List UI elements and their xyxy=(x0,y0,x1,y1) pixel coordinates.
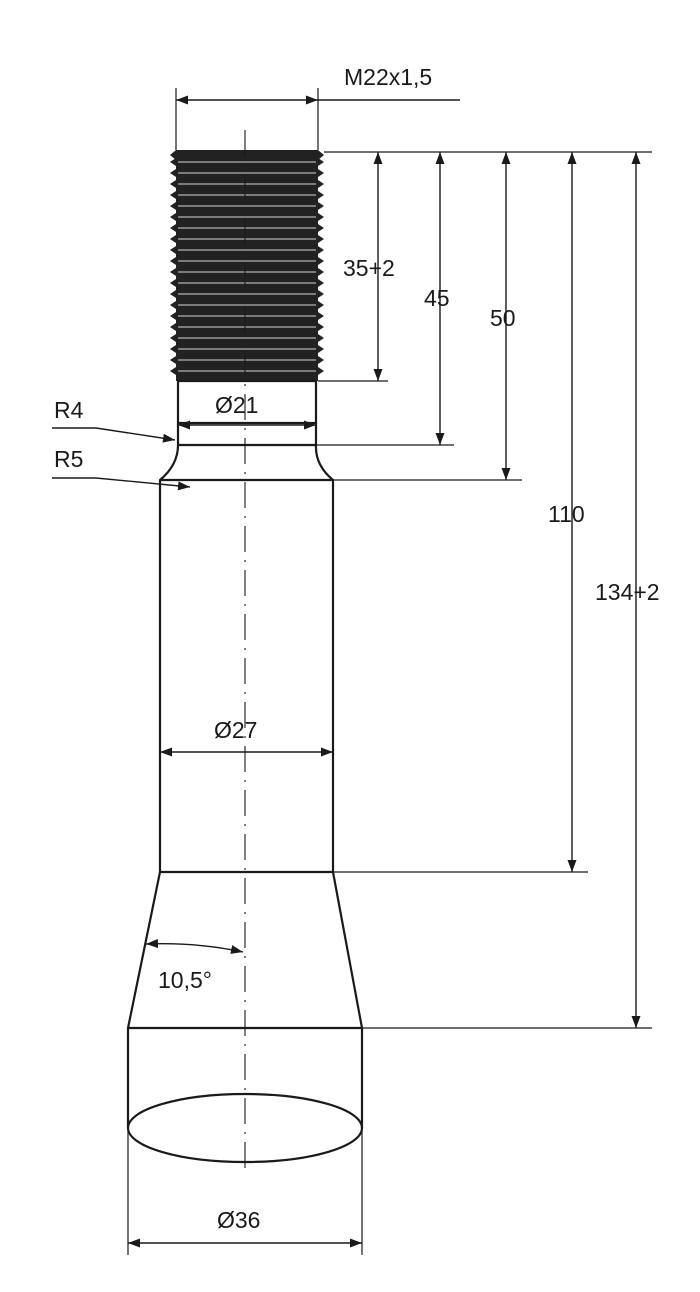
thread-tooth-right xyxy=(318,235,324,243)
bolt-part xyxy=(126,150,364,1164)
thread-tooth-right xyxy=(318,334,324,342)
thread-tooth-right xyxy=(318,191,324,199)
shank-length-label: 110 xyxy=(548,501,585,527)
overall-length-label: 134+2 xyxy=(595,579,660,605)
thread-tooth-right xyxy=(318,301,324,309)
thread-tooth-left xyxy=(170,290,176,298)
thread-tooth-right xyxy=(318,345,324,353)
thread-body xyxy=(176,155,318,381)
thread-tooth-left xyxy=(170,180,176,188)
shank-outline xyxy=(158,423,335,874)
threaded-section xyxy=(170,150,324,381)
thread-tooth-left xyxy=(170,246,176,254)
shank-diameter-label: Ø27 xyxy=(214,717,257,743)
thread-tooth-right xyxy=(318,312,324,320)
thread-chamfer xyxy=(170,150,324,160)
radius-upper-label: R4 xyxy=(54,397,84,423)
thread-tooth-left xyxy=(170,213,176,221)
thread-tooth-right xyxy=(318,224,324,232)
neck-length-label: 45 xyxy=(424,285,450,311)
thread-tooth-left xyxy=(170,279,176,287)
thread-tooth-left xyxy=(170,312,176,320)
thread-tooth-left xyxy=(170,367,176,375)
thread-tooth-right xyxy=(318,158,324,166)
thread-length-label: 35+2 xyxy=(343,255,395,281)
thread-tooth-left xyxy=(170,191,176,199)
thread-tooth-left xyxy=(170,169,176,177)
thread-lines xyxy=(178,161,316,372)
radius-lower-leader xyxy=(52,477,191,491)
radius-upper-leader xyxy=(52,427,176,443)
base-diameter-label: Ø36 xyxy=(217,1207,260,1233)
thread-tooth-left xyxy=(170,202,176,210)
thread-tooth-left xyxy=(170,158,176,166)
neck-diameter-label: Ø21 xyxy=(215,392,258,418)
extension-lines xyxy=(127,88,652,1255)
thread-tooth-left xyxy=(170,323,176,331)
thread-tooth-left xyxy=(170,345,176,353)
thread-tooth-right xyxy=(318,290,324,298)
collar-length-label: 50 xyxy=(490,305,516,331)
thread-tooth-left xyxy=(170,268,176,276)
thread-tooth-right xyxy=(318,169,324,177)
thread-tooth-right xyxy=(318,202,324,210)
thread-tooth-right xyxy=(318,246,324,254)
thread-tooth-right xyxy=(318,367,324,375)
thread-tooth-right xyxy=(318,213,324,221)
radius-lower-label: R5 xyxy=(54,446,83,472)
thread-spec-label: M22x1,5 xyxy=(344,64,432,90)
thread-tooth-left xyxy=(170,257,176,265)
taper-angle-label: 10,5° xyxy=(158,967,212,993)
thread-tooth-left xyxy=(170,301,176,309)
thread-tooth-left xyxy=(170,334,176,342)
thread-tooth-right xyxy=(318,356,324,364)
thread-tooth-left xyxy=(170,235,176,243)
thread-tooth-right xyxy=(318,323,324,331)
taper-angle-arc xyxy=(145,939,244,954)
thread-tooth-right xyxy=(318,257,324,265)
thread-tooth-right xyxy=(318,279,324,287)
thread-tooth-right xyxy=(318,180,324,188)
thread-tooth-left xyxy=(170,356,176,364)
base-outline xyxy=(126,1028,364,1128)
thread-tooth-right xyxy=(318,268,324,276)
thread-teeth xyxy=(170,158,324,375)
thread-tooth-left xyxy=(170,224,176,232)
